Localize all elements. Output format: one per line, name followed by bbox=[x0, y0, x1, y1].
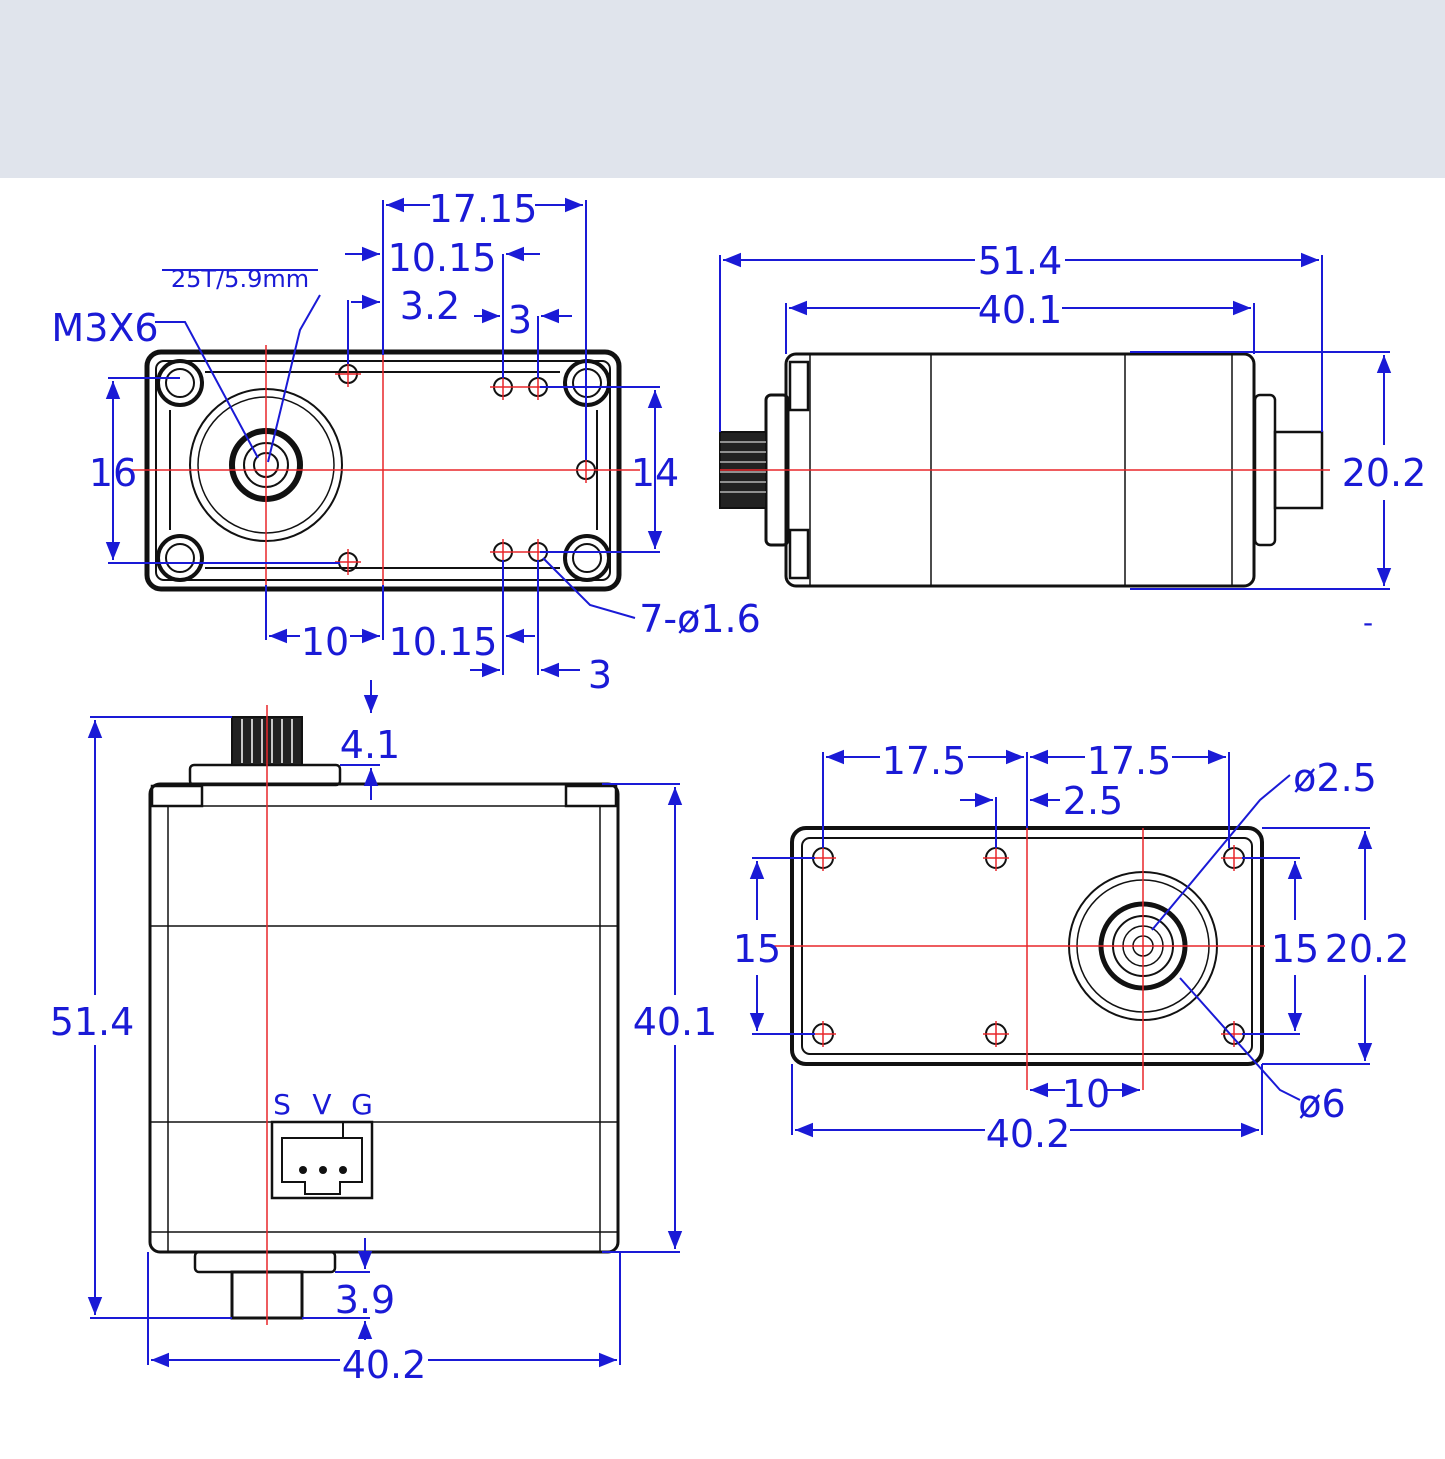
top-mount-holes bbox=[338, 364, 596, 572]
bottom-dimension-labels: 17.5 17.5 2.5 ø2.5 15 15 20.2 10 ø6 40.2 bbox=[733, 739, 1409, 1156]
dim-17-15: 17.15 bbox=[429, 187, 538, 231]
bottom-dim-17-5-left: 17.5 bbox=[882, 739, 967, 783]
dim-10-15-top: 10.15 bbox=[388, 236, 497, 280]
top-dimension-labels: 17.15 10.15 3.2 3 25T/5.9mm M3X6 16 14 1… bbox=[51, 187, 760, 697]
side-view: 51.4 40.1 20.2 - bbox=[719, 239, 1427, 639]
top-view: 17.15 10.15 3.2 3 25T/5.9mm M3X6 16 14 1… bbox=[51, 187, 760, 697]
front-dim-40-2: 40.2 bbox=[342, 1343, 427, 1387]
top-centerlines bbox=[120, 345, 640, 600]
front-connector-pins bbox=[299, 1166, 347, 1174]
dim-14: 14 bbox=[631, 451, 679, 495]
front-dim-4-1: 4.1 bbox=[340, 723, 400, 767]
dim-3-2: 3.2 bbox=[400, 284, 460, 328]
bottom-dim-10: 10 bbox=[1062, 1072, 1110, 1116]
side-dimension-labels: 51.4 40.1 20.2 - bbox=[978, 239, 1427, 639]
bottom-view: 17.5 17.5 2.5 ø2.5 15 15 20.2 10 ø6 40.2 bbox=[733, 739, 1409, 1156]
side-mark: - bbox=[1363, 606, 1373, 639]
dim-10-bottom: 10 bbox=[301, 620, 349, 664]
bottom-centerlines bbox=[770, 828, 1265, 1090]
front-dim-3-9: 3.9 bbox=[335, 1278, 395, 1322]
top-dimension-lines bbox=[105, 197, 663, 678]
bottom-dim-15-right: 15 bbox=[1271, 927, 1319, 971]
screw-spec: M3X6 bbox=[51, 306, 158, 350]
front-dim-40-1: 40.1 bbox=[633, 1000, 718, 1044]
front-dimension-lines bbox=[87, 680, 683, 1368]
bottom-dim-40-2: 40.2 bbox=[986, 1112, 1071, 1156]
front-dimension-labels: 4.1 51.4 40.1 3.9 40.2 S V G bbox=[50, 723, 718, 1387]
side-dim-40-1: 40.1 bbox=[978, 288, 1063, 332]
side-dim-51-4: 51.4 bbox=[978, 239, 1063, 283]
header-band bbox=[0, 0, 1445, 178]
holes-spec: 7-ø1.6 bbox=[639, 597, 761, 641]
dim-3-top: 3 bbox=[508, 298, 532, 342]
front-view: 4.1 51.4 40.1 3.9 40.2 S V G bbox=[50, 680, 718, 1387]
pin-label-g: G bbox=[351, 1088, 373, 1121]
bottom-dim-20-2: 20.2 bbox=[1325, 927, 1410, 971]
bottom-dim-17-5-right: 17.5 bbox=[1087, 739, 1172, 783]
bottom-dimension-lines bbox=[749, 749, 1373, 1138]
bottom-hole-dia: ø2.5 bbox=[1293, 756, 1377, 800]
side-dim-20-2: 20.2 bbox=[1342, 451, 1427, 495]
dim-3-bottom: 3 bbox=[588, 653, 612, 697]
bottom-dim-2-5: 2.5 bbox=[1063, 779, 1123, 823]
front-dim-51-4: 51.4 bbox=[50, 1000, 135, 1044]
bottom-dim-15-left: 15 bbox=[733, 927, 781, 971]
dim-10-15-bottom: 10.15 bbox=[389, 620, 498, 664]
dim-16: 16 bbox=[89, 451, 137, 495]
pin-label-v: V bbox=[312, 1088, 331, 1121]
bottom-boss-dia: ø6 bbox=[1298, 1082, 1345, 1126]
spline-spec: 25T/5.9mm bbox=[171, 265, 309, 293]
pin-label-s: S bbox=[273, 1088, 291, 1121]
side-dimension-lines bbox=[719, 252, 1392, 590]
